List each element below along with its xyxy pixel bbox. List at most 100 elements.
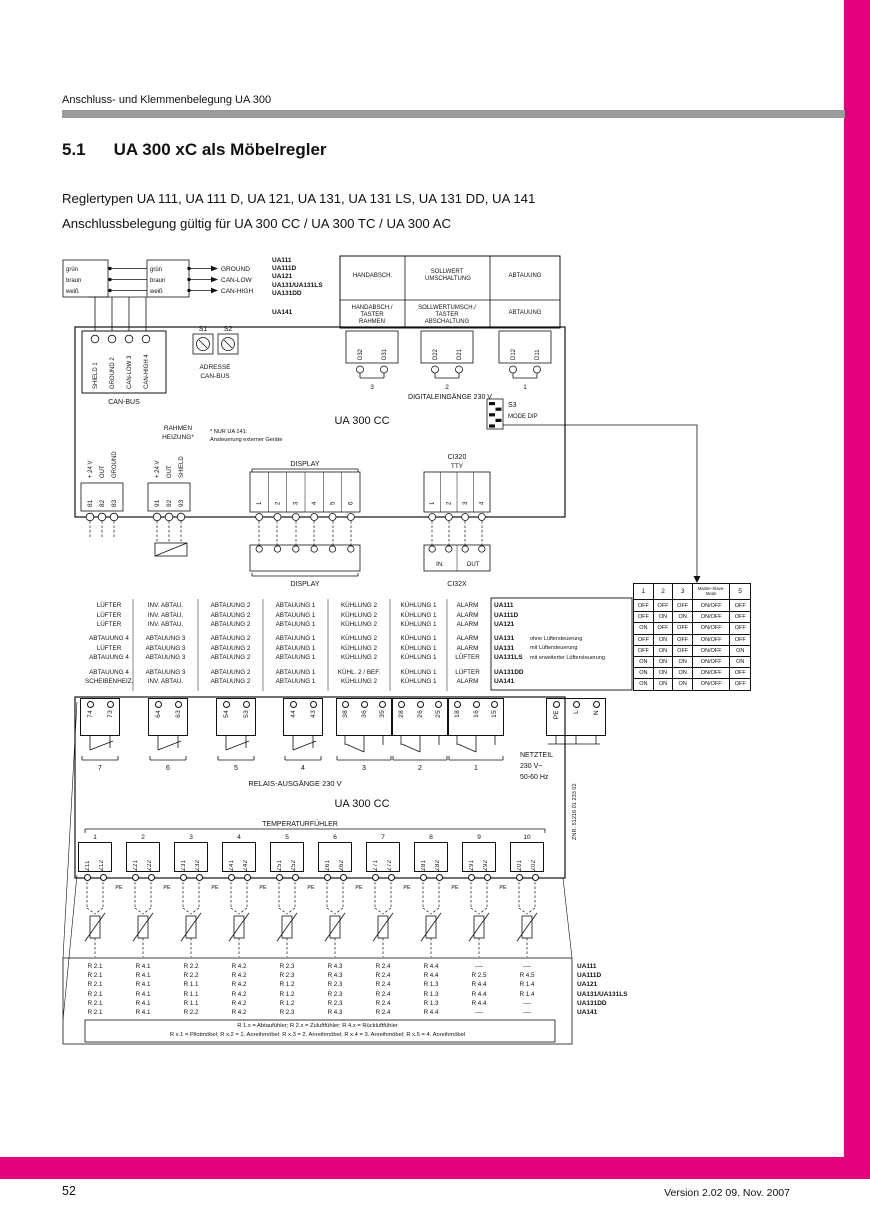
mode-value-cell: ON <box>673 679 694 690</box>
ci32x-out-label: OUT <box>467 562 480 568</box>
relay-function-cell: ABTAUUNG 2 <box>210 602 251 610</box>
relay-function-cell: KÜHLUNG 2 <box>340 677 378 685</box>
relay-terminal: 73 <box>101 699 119 735</box>
s2-label: S2 <box>224 326 233 333</box>
sensor-assignment-cell: R 4.4 <box>423 963 439 971</box>
sensor-assignment-cell: ---- <box>522 963 532 971</box>
power-terminal: PE <box>547 699 565 735</box>
sensor-assignment-cell: R 4.3 <box>327 963 343 971</box>
relay-function-cell: ABTAUUNG 3 <box>145 668 186 676</box>
pe-label: PE <box>403 885 411 891</box>
din-model: UA121 <box>272 273 293 281</box>
sensor-model-label: UA121 <box>577 981 598 989</box>
diagram-labels: grün braun weiß grün braun weiß GROUND C… <box>65 266 578 840</box>
terminal-label: 64 <box>154 710 162 718</box>
din-cell: SOLLWERTUMSCH./ TASTER ABSCHALTUNG <box>418 305 476 325</box>
din-terminal-label: D11 <box>535 349 541 360</box>
wiring-lines <box>62 255 698 1045</box>
relay-terminal: 74 <box>81 699 99 735</box>
relay-function-cell: KÜHLUNG 2 <box>340 635 378 643</box>
netzteil-voltage: 230 V~ <box>520 763 542 770</box>
terminal-label: 38 <box>341 710 349 718</box>
sensor-assignment-cell: ---- <box>522 999 532 1007</box>
mode-value-cell: ON <box>673 656 694 668</box>
relay-function-cell: INV. ABTAU. <box>147 677 184 685</box>
sensor-assignment-cell: R 2.1 <box>87 963 103 971</box>
sensor-assignment-cell: R 2.3 <box>279 1009 295 1017</box>
page-number: 52 <box>62 1184 76 1198</box>
rotary-switch-s1-icon <box>192 333 214 355</box>
terminal-circle <box>531 874 539 881</box>
netzteil-frequency: 50-60 Hz <box>520 774 549 781</box>
temp-terminal-label: Z72 <box>387 859 393 871</box>
relay-function-cell: INV. ABTAU. <box>147 602 184 610</box>
ci32x-label: CI32X <box>447 581 467 588</box>
pe-label: PE <box>355 885 363 891</box>
terminal-circle <box>435 874 443 881</box>
temp-terminal-circles <box>275 874 299 881</box>
relay-terminal: 53 <box>237 699 255 735</box>
canbus-terminal-label: CAN-LOW 3 <box>127 355 133 389</box>
terminal-circle <box>289 701 297 708</box>
sensor-footnote-1: R 1.x = Abtaufühler; R 2.x = Zuluftfühle… <box>237 1023 398 1029</box>
mode-value-cell: OFF <box>673 634 694 645</box>
temp-caption: TEMPERATURFÜHLER <box>262 820 338 828</box>
temp-terminal-label: Z22 <box>147 859 153 871</box>
temp-terminal-label: Z61 <box>325 859 331 871</box>
terminal-circle <box>291 874 299 881</box>
relay-function-cell: ABTAUUNG 3 <box>145 635 186 643</box>
sensor-assignment-cell: R 4.4 <box>471 981 487 989</box>
terminal-label: 35 <box>379 710 387 718</box>
ua141-note: * NUR UA 141: <box>210 429 248 435</box>
terminal-label: 15 <box>491 710 499 718</box>
mode-value-cell: ON <box>634 623 654 634</box>
terminal-circles <box>85 334 541 553</box>
adresse-label: ADRESSE <box>199 364 231 371</box>
function-model-label: UA131DD <box>494 668 524 676</box>
temp-group-number: 5 <box>285 834 289 841</box>
aux-signal-label: + 24 V <box>88 460 94 478</box>
sensor-assignment-cell: R 4.1 <box>135 990 151 998</box>
din-cell: ABTAUUNG <box>508 273 542 279</box>
relay-function-cell: ABTAUUNG 2 <box>210 620 251 628</box>
relay-terminal: 26 <box>412 699 429 735</box>
thermistor-icons <box>84 912 538 942</box>
sensor-assignment-cell: ---- <box>474 963 484 971</box>
relay-function-cell: LÜFTER <box>96 611 122 619</box>
terminal-circle <box>179 874 187 881</box>
temp-terminal-label: Z12 <box>99 859 105 871</box>
temp-group-number: 2 <box>141 834 145 841</box>
display-terminal-label: 6 <box>349 501 355 505</box>
intro-line-2: Anschlussbelegung gültig für UA 300 CC /… <box>62 216 452 231</box>
temp-terminal-circles <box>515 874 539 881</box>
relay-group-number: 7 <box>98 765 102 772</box>
sensor-assignment-cell: R 2.3 <box>279 972 295 980</box>
znr-number: ZNR. 51216 01 233 02 <box>572 783 578 840</box>
unit-name-bottom: UA 300 CC <box>334 798 389 810</box>
temp-terminal-circles <box>227 874 251 881</box>
sensor-assignment-cell: R 1.4 <box>519 990 535 998</box>
dip-switch-s3-icon <box>486 398 504 430</box>
sensor-assignment-cell: R 1.2 <box>279 990 295 998</box>
ci320-terminal-label: 2 <box>447 501 453 505</box>
mode-value-cell: ON <box>654 679 674 690</box>
terminal-circle <box>99 874 107 881</box>
sensor-assignment-cell: R 1.3 <box>423 981 439 989</box>
function-model-label: UA141 <box>494 677 515 685</box>
temp-terminal-label: Z52 <box>291 859 297 871</box>
